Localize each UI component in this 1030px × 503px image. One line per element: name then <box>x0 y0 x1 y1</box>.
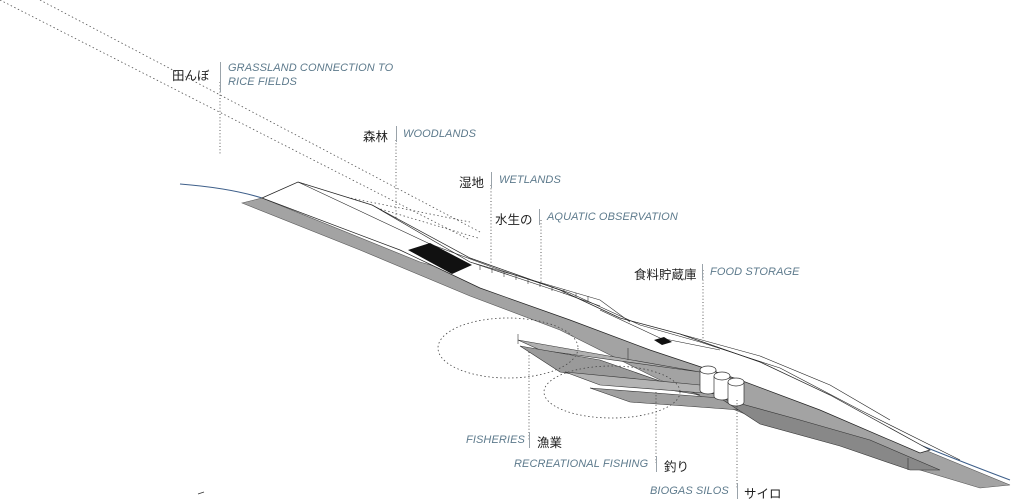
label-rice-fields-en-1: GRASSLAND CONNECTION TO <box>228 62 394 74</box>
label-woodlands-ja: 森林 <box>363 129 389 144</box>
food-storage-dark <box>654 337 672 345</box>
label-food-storage-ja: 食料貯蔵庫 <box>634 267 697 282</box>
label-biogas-en: BIOGAS SILOS <box>650 485 729 497</box>
terrain-shadow <box>241 197 1011 489</box>
label-aquatic-en: AQUATIC OBSERVATION <box>547 211 678 223</box>
label-wetlands-en: WETLANDS <box>499 174 561 186</box>
label-food-storage-en: FOOD STORAGE <box>710 266 800 278</box>
construction-lines <box>0 0 481 241</box>
label-biogas-ja: サイロ <box>744 486 782 501</box>
water-line <box>179 183 263 199</box>
recreational-fishing-zone <box>543 365 681 419</box>
fishing-piers <box>517 334 941 471</box>
label-fisheries-ja: 漁業 <box>537 435 563 450</box>
terrain-ridges <box>297 181 961 461</box>
tick-mark <box>197 491 205 495</box>
label-fisheries-en: FISHERIES <box>466 434 525 446</box>
fisheries-zone <box>437 317 579 379</box>
label-aquatic-ja: 水生の <box>495 212 533 227</box>
label-recreational-ja: 釣り <box>664 459 690 474</box>
biogas-silos <box>699 365 745 407</box>
label-rice-fields-ja: 田んぼ <box>172 68 210 83</box>
label-recreational-en: RECREATIONAL FISHING <box>514 458 649 470</box>
label-woodlands-en: WOODLANDS <box>403 128 477 140</box>
walkway-railing <box>469 261 631 323</box>
label-rice-fields-en-2: RICE FIELDS <box>228 76 297 88</box>
wetland-pool <box>408 243 472 274</box>
water-line-right <box>919 444 1011 481</box>
leader-lines <box>219 82 738 488</box>
label-wetlands-ja: 湿地 <box>459 175 485 190</box>
